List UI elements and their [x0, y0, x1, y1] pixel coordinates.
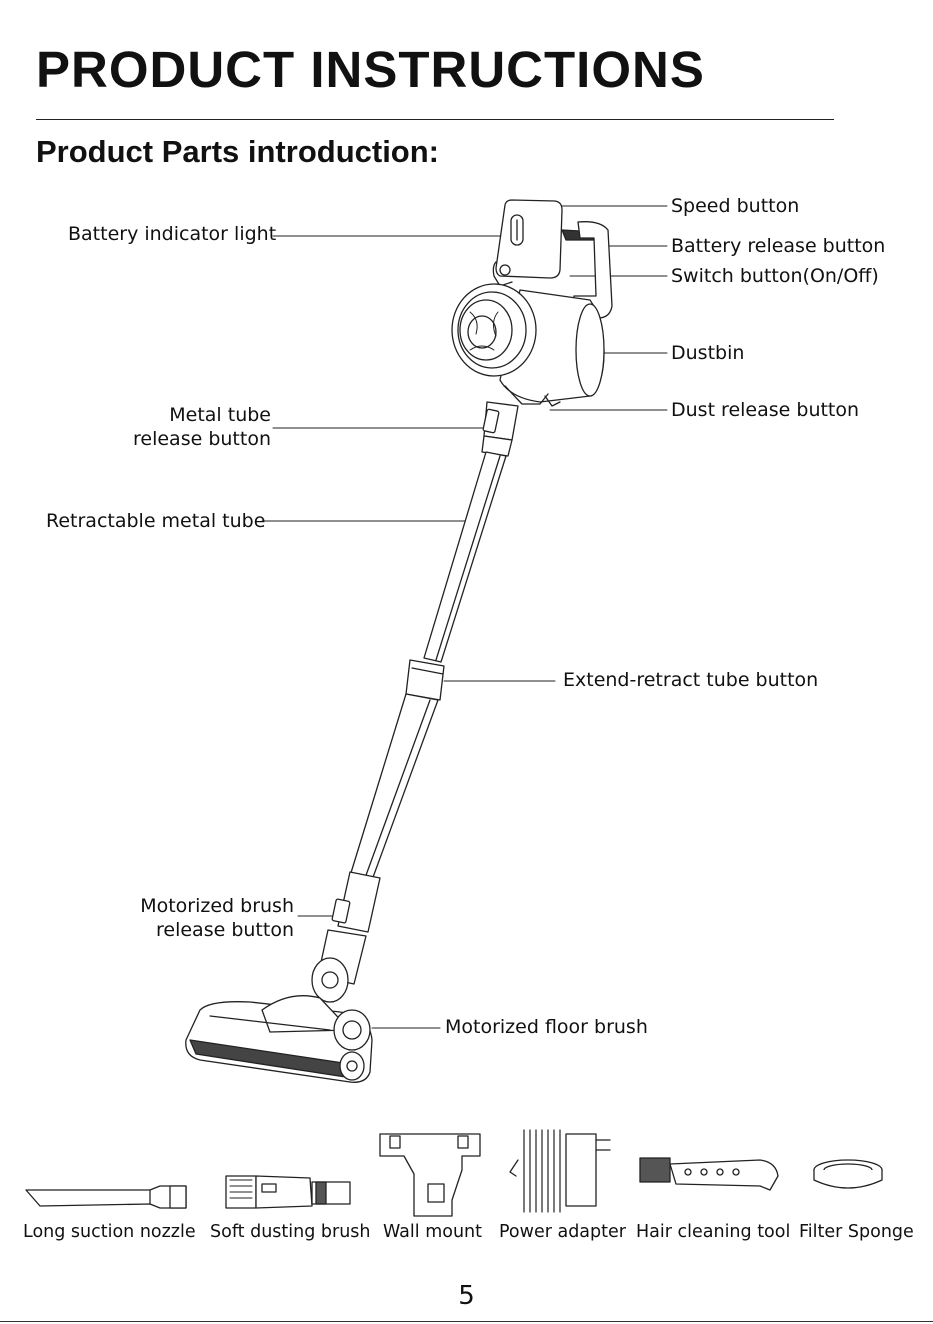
page-number: 5: [458, 1281, 475, 1311]
tube-connector-top: [481, 401, 519, 457]
label-switch-button: Switch button(On/Off): [671, 265, 879, 287]
caption-long-suction-nozzle: Long suction nozzle: [23, 1222, 196, 1242]
title-divider: [36, 119, 834, 120]
metal-tube: [317, 451, 507, 985]
label-battery-indicator: Battery indicator light: [68, 223, 277, 245]
accessory-soft-dusting-brush: [225, 1175, 351, 1209]
floor-brush: [185, 957, 373, 1083]
accessory-hair-cleaning-tool: [639, 1157, 779, 1191]
label-battery-release: Battery release button: [671, 235, 886, 257]
label-dustbin: Dustbin: [671, 342, 745, 364]
leader-lines: [261, 205, 668, 1029]
accessory-wall-mount: [379, 1133, 481, 1217]
bottom-divider: [0, 1321, 933, 1322]
label-metal-tube-release-line1: Metal tube: [169, 404, 271, 426]
caption-filter-sponge: Filter Sponge: [799, 1222, 914, 1242]
section-heading: Product Parts introduction:: [36, 134, 439, 169]
label-metal-tube-release-line2: release button: [133, 428, 271, 450]
dustbin-body: [451, 283, 605, 407]
label-speed-button: Speed button: [671, 195, 800, 217]
caption-hair-cleaning-tool: Hair cleaning tool: [636, 1222, 791, 1242]
label-extend-retract: Extend-retract tube button: [563, 669, 819, 691]
accessory-power-adapter: [509, 1129, 611, 1213]
label-motorized-brush-release-line2: release button: [156, 919, 294, 941]
caption-wall-mount: Wall mount: [383, 1222, 482, 1242]
accessory-long-suction-nozzle: [25, 1185, 187, 1209]
caption-soft-dusting-brush: Soft dusting brush: [210, 1222, 371, 1242]
label-dust-release: Dust release button: [671, 399, 860, 421]
label-retractable-tube: Retractable metal tube: [46, 510, 266, 532]
page-title: PRODUCT INSTRUCTIONS: [36, 41, 705, 98]
caption-power-adapter: Power adapter: [499, 1222, 626, 1242]
vacuum-handle: [492, 199, 613, 319]
label-motorized-brush-release-line1: Motorized brush: [140, 895, 294, 917]
accessory-filter-sponge: [813, 1159, 883, 1189]
label-floor-brush: Motorized floor brush: [445, 1016, 648, 1038]
